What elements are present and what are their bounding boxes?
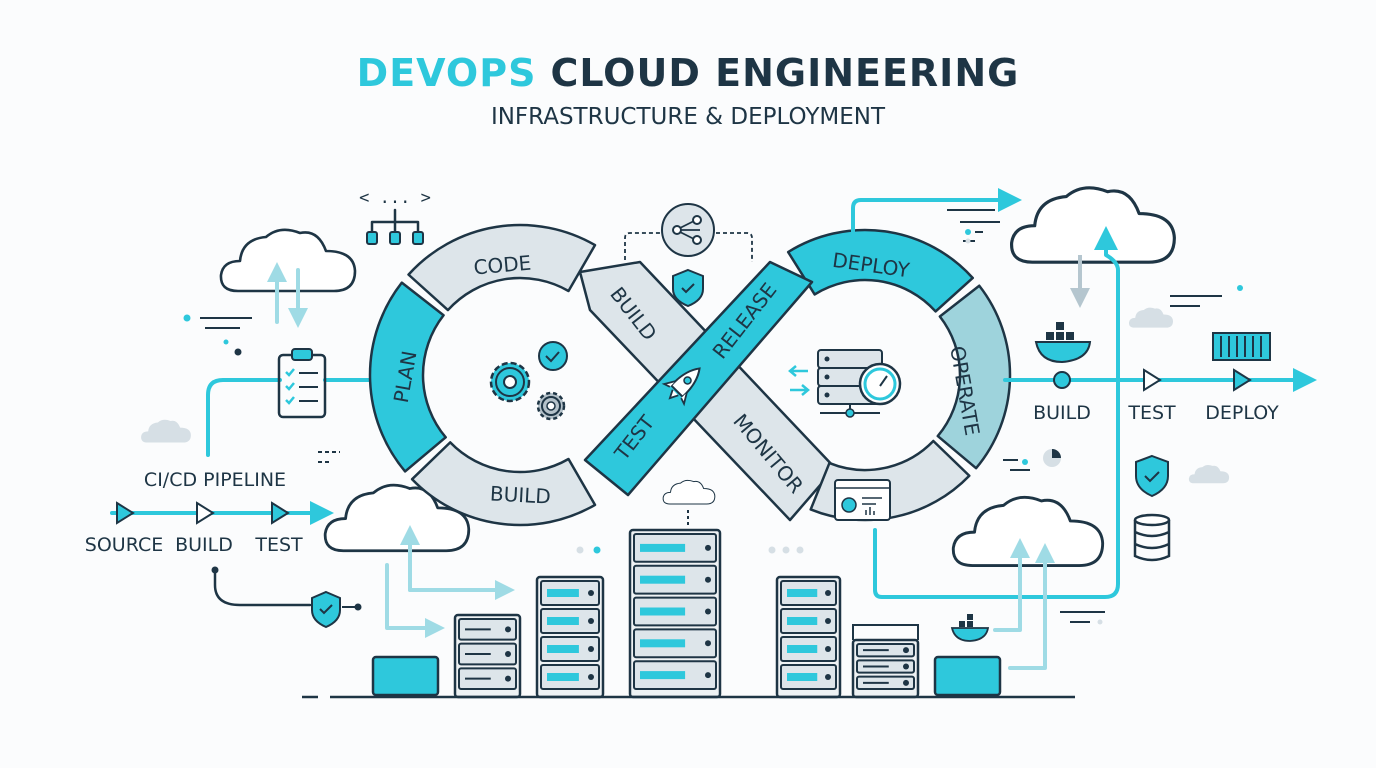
cloud-icon xyxy=(951,495,1105,568)
server-led-bar xyxy=(640,543,686,552)
code-tag: < ... > xyxy=(359,188,431,208)
server-led-bar xyxy=(787,673,818,681)
segment-plan xyxy=(368,281,447,473)
title-rest: CLOUD ENGINEERING xyxy=(550,51,1019,95)
server-led-bar xyxy=(547,645,579,653)
operate-feedback-line xyxy=(873,226,1120,599)
rocket-icon xyxy=(661,367,701,407)
clipboard-checklist-icon xyxy=(277,348,327,419)
label-code: CODE xyxy=(473,251,533,280)
sync-arrows-icon xyxy=(267,262,308,328)
docker-whale-icon xyxy=(950,614,990,642)
title-accent: DEVOPS xyxy=(357,51,537,95)
monitor-icon xyxy=(371,655,1002,697)
container-icon xyxy=(1212,332,1271,361)
cloud-icon xyxy=(662,479,716,505)
server-rack-icon xyxy=(453,613,522,699)
server-led-bar xyxy=(640,607,686,616)
server-led-bar xyxy=(787,645,818,653)
label-build-bottom: BUILD xyxy=(489,481,551,508)
server-rack-icon xyxy=(628,528,722,699)
code-icon: < ... > xyxy=(359,188,431,208)
share-icon xyxy=(661,203,715,257)
server-rack-icon xyxy=(851,638,920,699)
segment-operate xyxy=(936,284,1012,470)
ci-cd-pipeline-title: CI/CD PIPELINE xyxy=(144,469,286,491)
shield-check-icon xyxy=(1135,454,1169,498)
small-cloud-icon xyxy=(1188,464,1230,484)
server-led-bar xyxy=(640,671,686,680)
server-led-bar xyxy=(547,673,579,681)
hierarchy-icon xyxy=(366,208,424,245)
left-stage-label: TEST xyxy=(254,534,303,556)
server-led-bar xyxy=(547,589,579,597)
right-stage-label: TEST xyxy=(1127,402,1176,424)
small-cloud-icon xyxy=(1128,307,1174,328)
left-stage-label: SOURCE xyxy=(85,534,163,556)
dashboard-icon xyxy=(834,479,891,521)
deco-lines xyxy=(183,314,340,463)
dashed-connector xyxy=(624,232,753,262)
server-led-bar xyxy=(640,575,686,584)
plan-connector-line xyxy=(206,378,374,457)
pipeline-stage-marker xyxy=(116,501,290,525)
flow-arrow xyxy=(1008,543,1055,670)
small-cloud-icon xyxy=(141,419,191,443)
segment-code xyxy=(407,223,597,312)
shield-check-icon xyxy=(672,268,704,308)
cloud-icon xyxy=(1009,185,1177,265)
segment-deploy xyxy=(786,228,975,313)
server-rack-icon xyxy=(775,575,842,699)
flow-arrow xyxy=(993,538,1030,632)
page-title: DEVOPS CLOUD ENGINEERING xyxy=(357,51,1020,95)
segment-build-bottom xyxy=(410,441,597,527)
server-led-bar xyxy=(787,617,818,625)
flow-arrow xyxy=(385,563,445,638)
right-stage-label: BUILD xyxy=(1033,402,1091,424)
server-led-bar xyxy=(787,589,818,597)
cloud-icon xyxy=(219,228,357,293)
pie-chart-icon xyxy=(1003,449,1061,471)
right-stage-label: DEPLOY xyxy=(1205,402,1279,424)
flow-arrow xyxy=(408,578,515,600)
server-gauge-icon xyxy=(788,349,902,418)
left-stage-label: BUILD xyxy=(175,534,233,556)
pipeline-stage-marker xyxy=(1143,368,1162,392)
database-icon xyxy=(1133,513,1171,562)
deploy-connector-line xyxy=(851,188,1022,242)
check-circle-icon xyxy=(538,341,568,371)
security-connector xyxy=(213,570,312,607)
pipeline-stage-marker xyxy=(1233,368,1252,392)
server-led-bar xyxy=(640,639,686,648)
gears-icon xyxy=(489,361,566,421)
shield-check-icon xyxy=(311,590,341,629)
server-rack-icon xyxy=(535,575,605,699)
page-subtitle: INFRASTRUCTURE & DEPLOYMENT xyxy=(491,104,886,130)
docker-whale-icon xyxy=(1034,322,1092,364)
segment-test-release-band xyxy=(583,260,814,497)
pipeline-stage-marker xyxy=(1053,371,1071,389)
server-led-bar xyxy=(547,617,579,625)
